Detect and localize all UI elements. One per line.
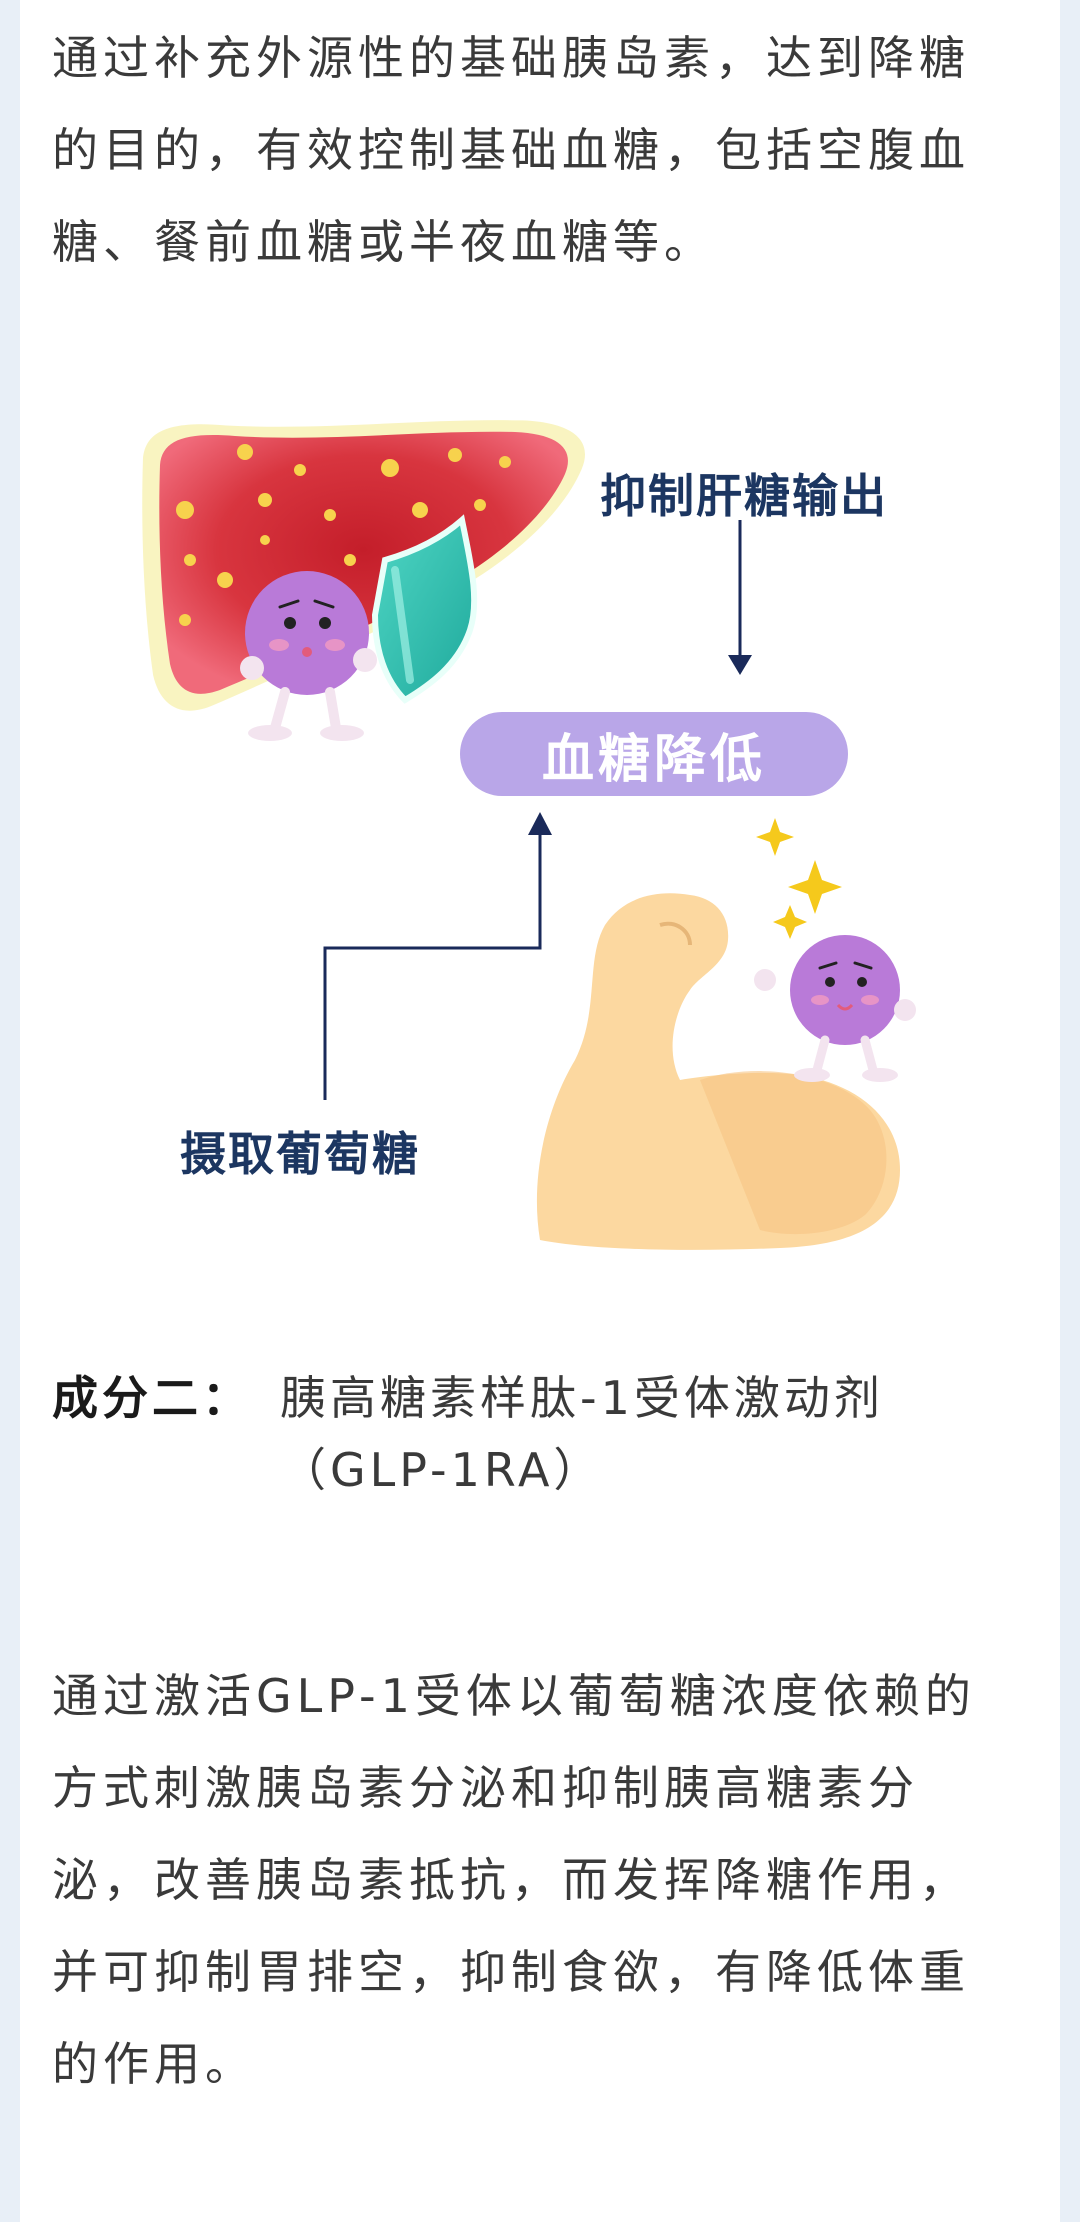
illustration-graphic [142,420,916,1250]
insulin-mascot-icon [240,571,377,741]
glucose-uptake-label: 摄取葡萄糖 [180,1127,420,1181]
happy-mascot-icon [754,935,916,1082]
intro-paragraph: 通过补充外源性的基础胰岛素，达到降糖的目的，有效控制基础血糖，包括空腹血糖、餐前… [52,31,970,269]
arrow-up-icon [323,812,552,1100]
ingredient-value: 胰高糖素样肽-1受体激动剂 （GLP-1RA） [280,1371,884,1497]
mechanism-illustration: 抑制肝糖输出 血糖降低 摄取葡萄糖 [142,420,916,1250]
arrow-down-icon [728,520,752,675]
mechanism-paragraph: 通过激活GLP-1受体以葡萄糖浓度依赖的方式刺激胰岛素分泌和抑制胰高糖素分泌，改… [52,1669,976,2091]
shield-icon [371,514,478,704]
sparkle-icon [756,818,842,939]
blood-sugar-result-badge: 血糖降低 [460,712,848,796]
article-card [20,0,1060,2222]
flexed-arm-icon [536,893,900,1250]
ingredient-key: 成分二： [52,1371,252,1425]
liver-output-label: 抑制肝糖输出 [600,469,888,523]
